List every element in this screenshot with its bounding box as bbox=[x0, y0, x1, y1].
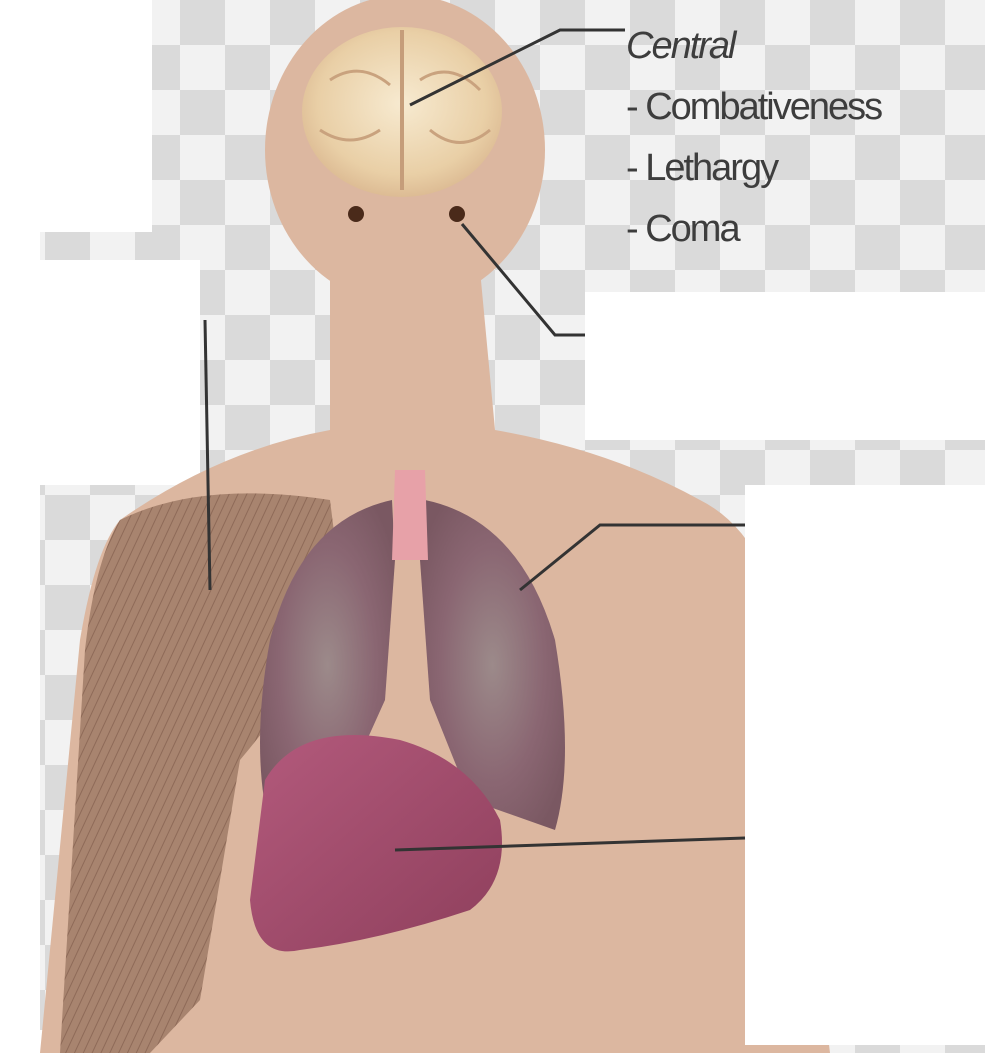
symptom-combativeness: - Combativeness bbox=[626, 77, 985, 138]
white-panel-right-mid bbox=[585, 292, 985, 440]
symptom-lethargy: - Lethargy bbox=[626, 138, 985, 199]
central-symptoms-label: Central - Combativeness - Lethargy - Com… bbox=[626, 16, 985, 260]
white-panel-right-lower bbox=[745, 485, 985, 1045]
brain bbox=[302, 27, 502, 197]
symptom-coma: - Coma bbox=[626, 199, 985, 260]
left-eye bbox=[348, 206, 364, 222]
trachea bbox=[392, 470, 428, 560]
white-panel-left bbox=[0, 232, 40, 1053]
white-panel-left-mid bbox=[40, 260, 200, 485]
white-panel-left-top bbox=[0, 0, 152, 232]
right-eye bbox=[449, 206, 465, 222]
central-heading: Central bbox=[626, 16, 985, 77]
